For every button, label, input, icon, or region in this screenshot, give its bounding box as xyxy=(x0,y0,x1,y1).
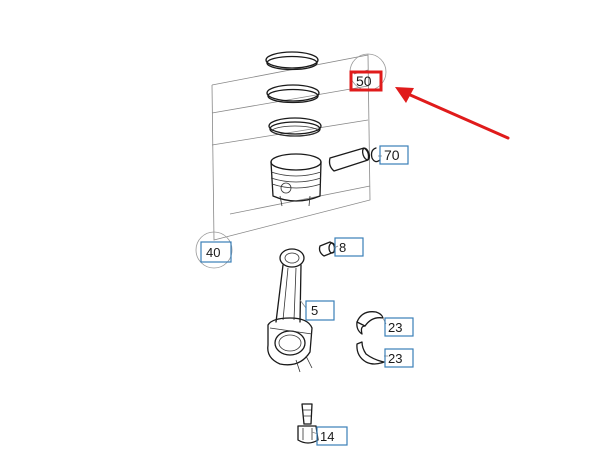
callout-23-upper-label: 23 xyxy=(388,320,402,335)
callout-40[interactable]: 40 xyxy=(200,241,232,263)
piston-ring-top xyxy=(265,51,319,71)
callout-70[interactable]: 70 xyxy=(379,145,409,165)
callout-5[interactable]: 5 xyxy=(305,300,335,321)
callout-8-label: 8 xyxy=(339,240,346,255)
rod-bolt xyxy=(297,403,319,444)
callout-40-label: 40 xyxy=(206,245,220,260)
callout-14-label: 14 xyxy=(320,429,334,444)
piston xyxy=(270,153,322,207)
rod-bushing xyxy=(318,241,336,257)
circlip xyxy=(370,147,381,163)
highlight-arrow xyxy=(395,87,510,140)
callout-5-label: 5 xyxy=(311,303,318,318)
callout-circle-40 xyxy=(195,231,233,269)
callout-50-label: 50 xyxy=(356,73,372,89)
bearing-shell-lower xyxy=(356,341,385,365)
callout-50-highlight-box xyxy=(349,70,383,92)
callout-8[interactable]: 8 xyxy=(334,237,364,257)
callout-70-label: 70 xyxy=(384,147,400,163)
callout-23-lower-label: 23 xyxy=(388,351,402,366)
piston-pin xyxy=(328,147,371,172)
callout-14[interactable]: 14 xyxy=(316,426,348,446)
connecting-rod xyxy=(267,248,313,373)
bearing-shell-upper xyxy=(356,311,384,335)
callout-50[interactable]: 50 xyxy=(349,70,383,92)
assembly-frame xyxy=(211,54,371,241)
piston-ring-middle xyxy=(266,84,320,104)
callout-23-lower[interactable]: 23 xyxy=(384,348,414,368)
callout-23-upper[interactable]: 23 xyxy=(384,317,414,337)
piston-ring-oil xyxy=(268,117,322,137)
